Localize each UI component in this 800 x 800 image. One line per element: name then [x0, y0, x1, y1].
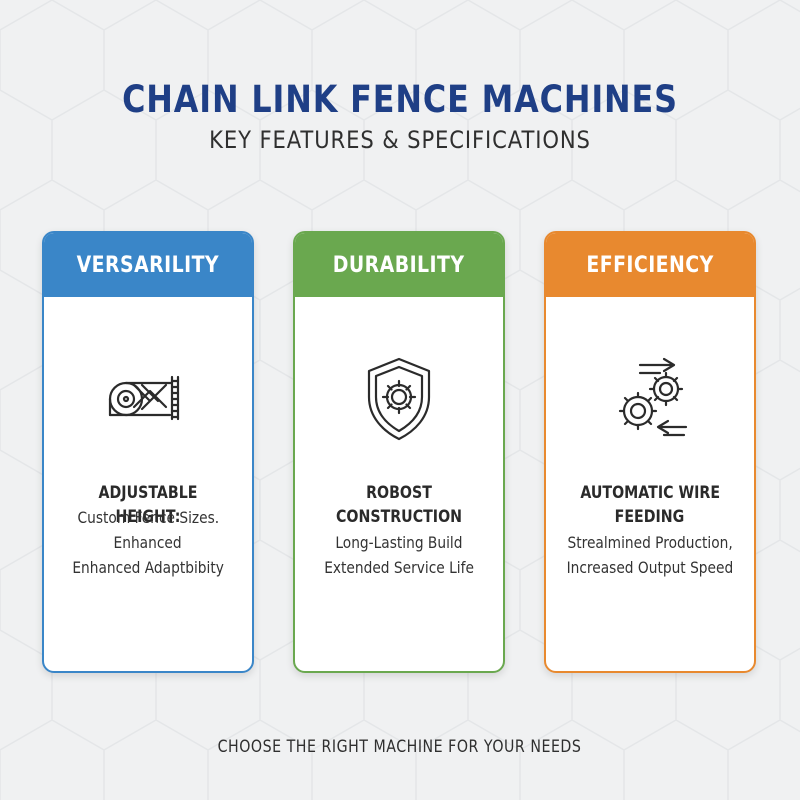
shield-gear-icon — [367, 357, 431, 441]
feature-card-versatility: VERSARILITY ADJUSTABLE HEIGHT: Custom Fe… — [42, 231, 254, 673]
footer-tagline: CHOOSE THE RIGHT MACHINE FOR YOUR NEEDS — [218, 737, 582, 756]
page-title: CHAIN LINK FENCE MACHINES — [122, 78, 678, 121]
card-header-efficiency: EFFICIENCY — [546, 233, 754, 297]
card-heading: ADJUSTABLE HEIGHT: — [98, 483, 198, 526]
card-label: EFFICIENCY — [586, 252, 714, 278]
card-heading: ROBOST CONSTRUCTION — [335, 483, 463, 526]
feature-card-durability: DURABILITY ROBOST CONSTRUCTION Long-Last… — [293, 231, 505, 673]
card-header-versatility: VERSARILITY — [44, 233, 252, 297]
card-label: VERSARILITY — [76, 252, 220, 278]
card-heading: AUTOMATIC WIRE FEEDING — [580, 483, 720, 526]
card-header-durability: DURABILITY — [295, 233, 503, 297]
page-subtitle: KEY FEATURES & SPECIFICATIONS — [209, 126, 591, 154]
gears-arrows-icon — [618, 357, 688, 437]
feature-card-efficiency: EFFICIENCY AUTOMATIC WIRE FEEDING Streal… — [544, 231, 756, 673]
card-description: Strealmined Production, Increased Output… — [566, 533, 734, 577]
card-description: Long-Lasting Build Extended Service Life — [324, 533, 474, 577]
fence-roll-icon — [108, 375, 180, 421]
card-description: Custom Fence Sizes. Enhanced Enhanced Ad… — [72, 508, 224, 577]
card-label: DURABILITY — [333, 252, 465, 278]
